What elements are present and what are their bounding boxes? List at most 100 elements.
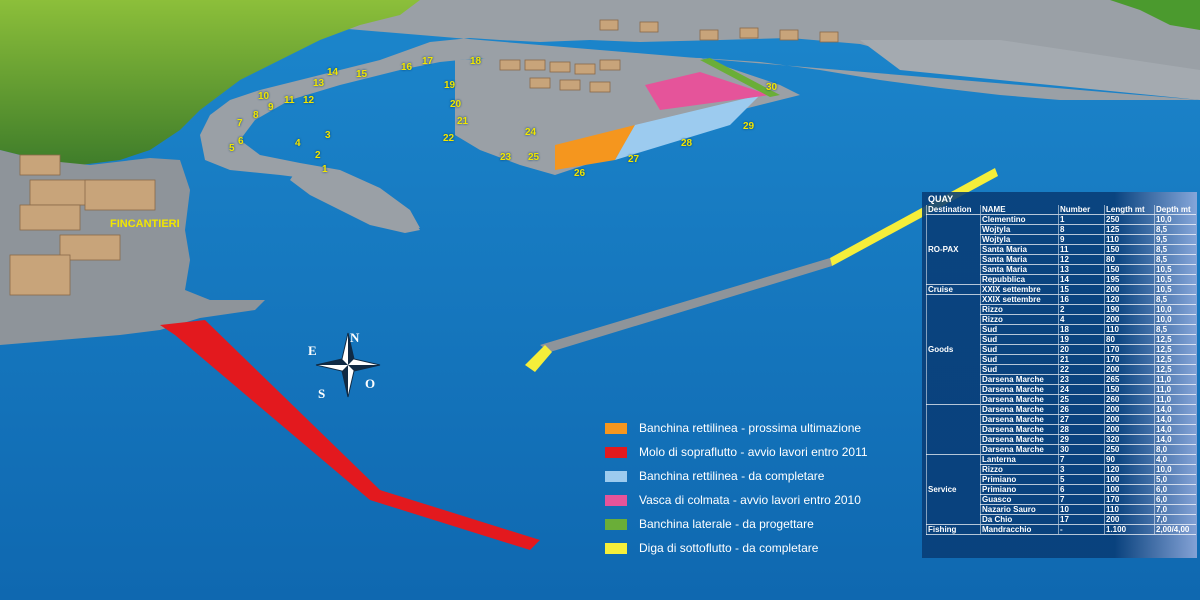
legend-item: Diga di sottoflutto - da completare bbox=[605, 540, 818, 556]
quay-depth-cell: 14,0 bbox=[1154, 434, 1196, 445]
quay-depth-cell: 8,0 bbox=[1154, 444, 1196, 455]
quay-length-cell: 200 bbox=[1104, 404, 1155, 415]
berth-number: 5 bbox=[229, 143, 235, 154]
legend-swatch bbox=[605, 518, 627, 530]
legend-item: Banchina laterale - da progettare bbox=[605, 516, 814, 532]
col-name: NAME bbox=[980, 205, 1059, 215]
quay-depth-cell: 10,0 bbox=[1154, 464, 1196, 475]
berth-number: 13 bbox=[313, 78, 325, 89]
legend-item: Banchina rettilinea - prossima ultimazio… bbox=[605, 420, 861, 436]
quay-number-cell: 12 bbox=[1058, 254, 1105, 265]
quay-length-cell: 190 bbox=[1104, 304, 1155, 315]
quay-depth-cell: 10,0 bbox=[1154, 314, 1196, 325]
quay-length-cell: 250 bbox=[1104, 444, 1155, 455]
berth-number: 27 bbox=[628, 154, 640, 165]
quay-depth-cell: 11,0 bbox=[1154, 374, 1196, 385]
quay-number-cell: 16 bbox=[1058, 294, 1105, 305]
quay-number-cell: 8 bbox=[1058, 224, 1105, 235]
quay-length-cell: 90 bbox=[1104, 454, 1155, 465]
berth-number: 8 bbox=[253, 110, 259, 121]
quay-length-cell: 200 bbox=[1104, 314, 1155, 325]
quay-length-cell: 100 bbox=[1104, 474, 1155, 485]
quay-depth-cell: 10,5 bbox=[1154, 284, 1196, 295]
quay-length-cell: 1.100 bbox=[1104, 524, 1155, 535]
legend-swatch bbox=[605, 446, 627, 458]
quay-name-cell: Primiano bbox=[980, 484, 1059, 495]
destination-cell: Goods bbox=[926, 294, 981, 405]
quay-length-cell: 170 bbox=[1104, 354, 1155, 365]
quay-depth-cell: 12,5 bbox=[1154, 344, 1196, 355]
legend-text: Diga di sottoflutto - da completare bbox=[639, 541, 819, 555]
quay-depth-cell: 9,5 bbox=[1154, 234, 1196, 245]
quay-table-header: Destination NAME Number Length mt Depth … bbox=[926, 205, 1196, 215]
legend-swatch bbox=[605, 422, 627, 434]
quay-depth-cell: 4,0 bbox=[1154, 454, 1196, 465]
quay-number-cell: 7 bbox=[1058, 454, 1105, 465]
legend-text: Vasca di colmata - avvio lavori entro 20… bbox=[639, 493, 861, 507]
quay-number-cell: 21 bbox=[1058, 354, 1105, 365]
destination-cell bbox=[926, 404, 981, 455]
quay-name-cell: Sud bbox=[980, 324, 1059, 335]
quay-name-cell: Darsena Marche bbox=[980, 374, 1059, 385]
quay-name-cell: Santa Maria bbox=[980, 244, 1059, 255]
quay-name-cell: Sud bbox=[980, 344, 1059, 355]
legend-swatch bbox=[605, 542, 627, 554]
quay-depth-cell: 7,0 bbox=[1154, 514, 1196, 525]
col-length: Length mt bbox=[1104, 205, 1155, 215]
legend-swatch bbox=[605, 470, 627, 482]
berth-number: 2 bbox=[315, 150, 321, 161]
quay-number-cell: 2 bbox=[1058, 304, 1105, 315]
berth-number: 22 bbox=[443, 133, 455, 144]
quay-number-cell: 15 bbox=[1058, 284, 1105, 295]
red-breakwater bbox=[160, 320, 540, 550]
quay-name-cell: Sud bbox=[980, 364, 1059, 375]
berth-number: 11 bbox=[284, 95, 295, 106]
quay-depth-cell: 11,0 bbox=[1154, 384, 1196, 395]
orange-quay bbox=[555, 125, 635, 170]
quay-number-cell: 7 bbox=[1058, 494, 1105, 505]
quay-length-cell: 110 bbox=[1104, 324, 1155, 335]
quay-length-cell: 200 bbox=[1104, 364, 1155, 375]
quay-table: Destination NAME Number Length mt Depth … bbox=[926, 205, 1196, 535]
quay-number-cell: 13 bbox=[1058, 264, 1105, 275]
destination-cell: Service bbox=[926, 454, 981, 525]
southwest-pier bbox=[290, 165, 420, 233]
quay-name-cell: Clementino bbox=[980, 214, 1059, 225]
marina-right bbox=[860, 40, 1200, 100]
quay-name-cell: Santa Maria bbox=[980, 254, 1059, 265]
legend-text: Banchina rettilinea - prossima ultimazio… bbox=[639, 421, 862, 435]
legend-item: Banchina rettilinea - da completare bbox=[605, 468, 824, 484]
quay-number-cell: 5 bbox=[1058, 474, 1105, 485]
quay-name-cell: Darsena Marche bbox=[980, 404, 1059, 415]
berth-number: 29 bbox=[743, 121, 755, 132]
quay-name-cell: Wojtyla bbox=[980, 224, 1059, 235]
green-hill bbox=[0, 0, 420, 165]
berth-number: 21 bbox=[457, 116, 469, 127]
quay-name-cell: Nazario Sauro bbox=[980, 504, 1059, 515]
quay-name-cell: Darsena Marche bbox=[980, 384, 1059, 395]
berth-number: 14 bbox=[327, 67, 339, 78]
berth-number: 1 bbox=[322, 164, 328, 175]
quay-title: QUAY bbox=[928, 194, 954, 204]
quay-length-cell: 265 bbox=[1104, 374, 1155, 385]
quay-name-cell: Darsena Marche bbox=[980, 424, 1059, 435]
berth-number: 9 bbox=[268, 102, 274, 113]
quay-name-cell: Darsena Marche bbox=[980, 434, 1059, 445]
berth-number: 23 bbox=[500, 152, 512, 163]
quay-length-cell: 120 bbox=[1104, 294, 1155, 305]
quay-length-cell: 120 bbox=[1104, 464, 1155, 475]
berth-number: 4 bbox=[295, 138, 301, 149]
col-destination: Destination bbox=[926, 205, 981, 215]
quay-name-cell: Santa Maria bbox=[980, 264, 1059, 275]
quay-depth-cell: 11,0 bbox=[1154, 394, 1196, 405]
